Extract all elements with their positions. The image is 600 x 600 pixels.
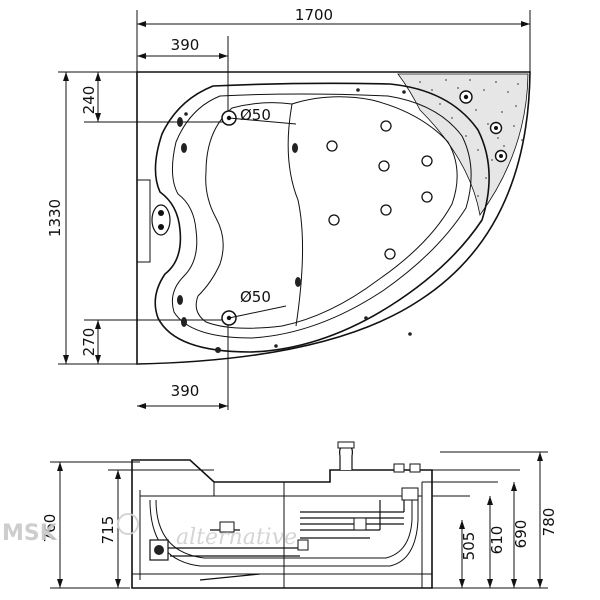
watermark-script: alternative: [176, 525, 297, 550]
rim-dots: [184, 88, 412, 348]
valve-icon: [401, 487, 419, 501]
overall-depth-label: 1330: [46, 199, 64, 237]
height-715-label: 715: [99, 516, 117, 545]
pump-motor-icon: [154, 545, 164, 555]
watermark: MSK alternative: [2, 513, 297, 550]
top-view: 1700 390 390 1330 240 270: [46, 6, 531, 410]
drain-top-label: Ø50: [240, 106, 271, 124]
height-505-label: 505: [460, 532, 478, 561]
side-jets: [177, 117, 301, 353]
control-panel-icon: [151, 204, 171, 236]
offset-bottom-label: 390: [171, 382, 200, 400]
seat-divider: [287, 103, 304, 327]
whirlpool-jets: [326, 120, 433, 260]
deck-speckle: [419, 79, 523, 197]
bottom-margin-label: 270: [80, 328, 98, 357]
tub-rim: [154, 82, 490, 353]
offset-top-label: 390: [171, 36, 200, 54]
left-apron: [137, 179, 151, 263]
fitting-3-icon: [297, 539, 309, 551]
height-690-label: 690: [512, 520, 530, 549]
side-basin: [149, 499, 419, 567]
height-760-label: 760: [41, 514, 59, 543]
side-pipes: [160, 493, 416, 581]
fitting-2-icon: [353, 517, 367, 531]
top-margin-label: 240: [80, 86, 98, 115]
tap-right-icon: [409, 463, 421, 473]
overall-width-label: 1700: [295, 6, 333, 24]
fitting-1-icon: [219, 521, 235, 533]
tub-outer-outline: [136, 71, 531, 365]
tub-heart-basin: [195, 96, 458, 329]
watermark-logo-icon: [117, 513, 139, 535]
tap-left-icon: [393, 463, 405, 473]
drain-bottom-label: Ø50: [240, 288, 271, 306]
side-body-outline: [131, 459, 433, 589]
tub-basin: [171, 93, 472, 339]
watermark-brand: MSK: [2, 521, 58, 546]
height-610-label: 610: [488, 526, 506, 555]
height-780-label: 780: [540, 508, 558, 537]
side-view: 760 715: [41, 441, 558, 589]
